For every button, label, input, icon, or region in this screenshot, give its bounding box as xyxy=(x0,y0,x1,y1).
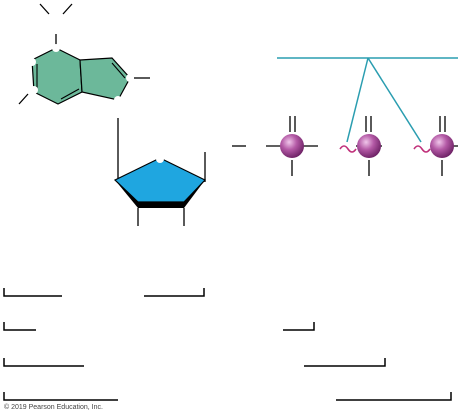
nitrogenous-base xyxy=(18,3,150,105)
high-energy-bond-1 xyxy=(339,145,357,153)
base-five-ring xyxy=(79,57,131,101)
bracket-left-4 xyxy=(3,392,118,401)
base-double-bond-2 xyxy=(60,88,80,100)
phosphate-sphere-2 xyxy=(357,134,381,158)
base-nitrogen-notches xyxy=(28,44,134,104)
sugar-ring xyxy=(113,157,207,203)
bracket-right-4 xyxy=(336,392,452,401)
phosphate-group-1 xyxy=(266,116,318,176)
bracket-right-2 xyxy=(283,322,315,331)
bracket-right-3 xyxy=(304,358,386,367)
pentose-sugar xyxy=(113,118,207,226)
phosphate-sphere-1 xyxy=(280,134,304,158)
leader-to-bond-1 xyxy=(346,57,369,143)
copyright-notice: © 2019 Pearson Education, Inc. xyxy=(4,404,103,411)
bracket-left-1 xyxy=(3,288,62,297)
phosphate-group-2 xyxy=(339,116,382,176)
base-double-bond-3 xyxy=(111,62,126,79)
phosphate-group-3 xyxy=(413,116,458,176)
base-six-ring xyxy=(31,47,83,105)
base-left-substituent-bond xyxy=(18,93,29,105)
base-top-bond-left xyxy=(39,3,50,15)
phosphate-sphere-3 xyxy=(430,134,454,158)
label-leader-lines xyxy=(277,57,458,143)
bracket-lines xyxy=(3,288,452,401)
bracket-right-1 xyxy=(144,288,205,297)
leader-to-bond-2 xyxy=(367,57,422,143)
base-top-bond-right xyxy=(62,3,73,15)
bracket-left-3 xyxy=(3,358,84,367)
sugar-ring-oxygen-notch xyxy=(156,155,164,163)
bracket-left-2 xyxy=(3,322,36,331)
high-energy-bond-2 xyxy=(413,145,431,153)
